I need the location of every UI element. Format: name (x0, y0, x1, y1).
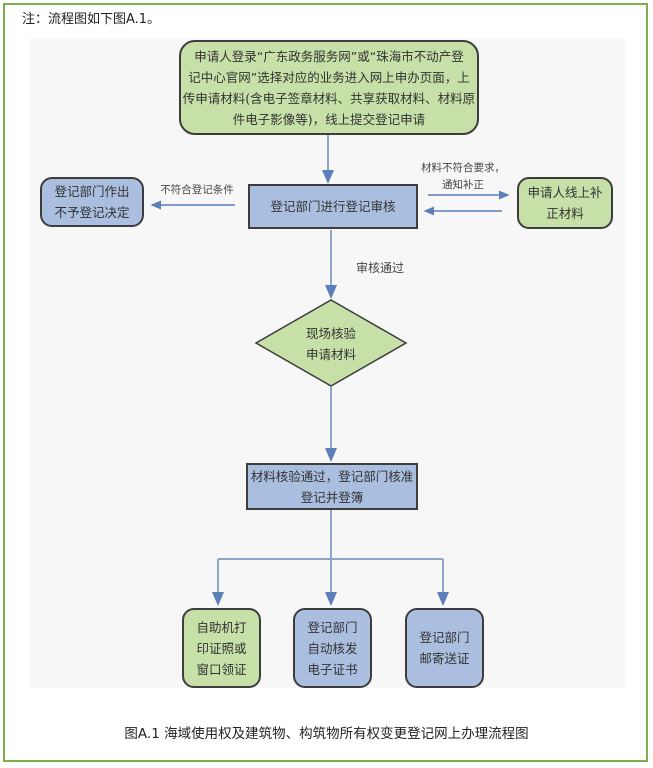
out2-line-3: 电子证书 (307, 661, 358, 677)
approve-line-2: 登记并登簿 (300, 489, 364, 505)
onsite-line-2: 申请材料 (305, 347, 356, 362)
approve-node: 材料核验通过，登记部门核准 登记并登簿 (246, 463, 418, 510)
out3-line-1: 登记部门 (419, 630, 470, 645)
out1-line-1: 自助机打 (196, 619, 247, 635)
page-frame (3, 3, 648, 762)
out2-line-2: 自动核发 (307, 640, 358, 656)
reject-edge-label: 不符合登记条件 (160, 184, 234, 196)
start-node: 申请人登录“广东政务服务网”或“珠海市不动产登 记中心官网”选择对应的业务进入网… (179, 40, 479, 135)
review-node: 登记部门进行登记审核 (248, 184, 418, 229)
output-node-e-certificate: 登记部门 自动核发 电子证书 (293, 608, 372, 688)
out2-line-1: 登记部门 (307, 619, 358, 635)
supplement-line-1: 申请人线上补 (527, 185, 603, 200)
reject-line-2: 不予登记决定 (54, 205, 130, 220)
output-node-pickup: 自助机打 印证照或 窗口领证 (182, 608, 261, 688)
figure-caption: 图A.1 海域使用权及建筑物、构筑物所有权变更登记网上办理流程图 (124, 726, 529, 742)
start-line-1: 申请人登录“广东政务服务网”或“珠海市不动产登 (194, 48, 464, 64)
out1-line-3: 窗口领证 (196, 661, 247, 677)
supplement-node: 申请人线上补 正材料 (517, 177, 613, 229)
reject-node: 登记部门作出 不予登记决定 (40, 177, 144, 227)
onsite-diamond (254, 299, 408, 387)
supplement-line-2: 正材料 (546, 206, 584, 221)
supplement-edge-label: 材料不符合要求， 通知补正 (418, 160, 508, 194)
approve-line-1: 材料核验通过，登记部门核准 (250, 468, 414, 484)
start-line-3: 传申请材料(含电子签章材料、共享获取材料、材料原 (182, 90, 476, 106)
start-line-4: 件电子影像等)，线上提交登记申请 (232, 111, 426, 127)
note-text: 注：流程图如下图A.1。 (22, 12, 161, 27)
output-node-mail: 登记部门 邮寄送证 (405, 608, 484, 688)
reject-line-1: 登记部门作出 (54, 184, 130, 199)
out1-line-2: 印证照或 (196, 640, 247, 656)
onsite-line-1: 现场核验 (305, 326, 356, 341)
pass-edge-label: 审核通过 (355, 261, 404, 275)
out3-line-2: 邮寄送证 (419, 651, 470, 666)
start-line-2: 记中心官网”选择对应的业务进入网上申办页面，上 (188, 69, 470, 85)
supplement-label-line-2: 通知补正 (442, 179, 484, 191)
supplement-label-line-1: 材料不符合要求， (421, 162, 505, 174)
onsite-node-text: 现场核验 申请材料 (281, 322, 381, 366)
